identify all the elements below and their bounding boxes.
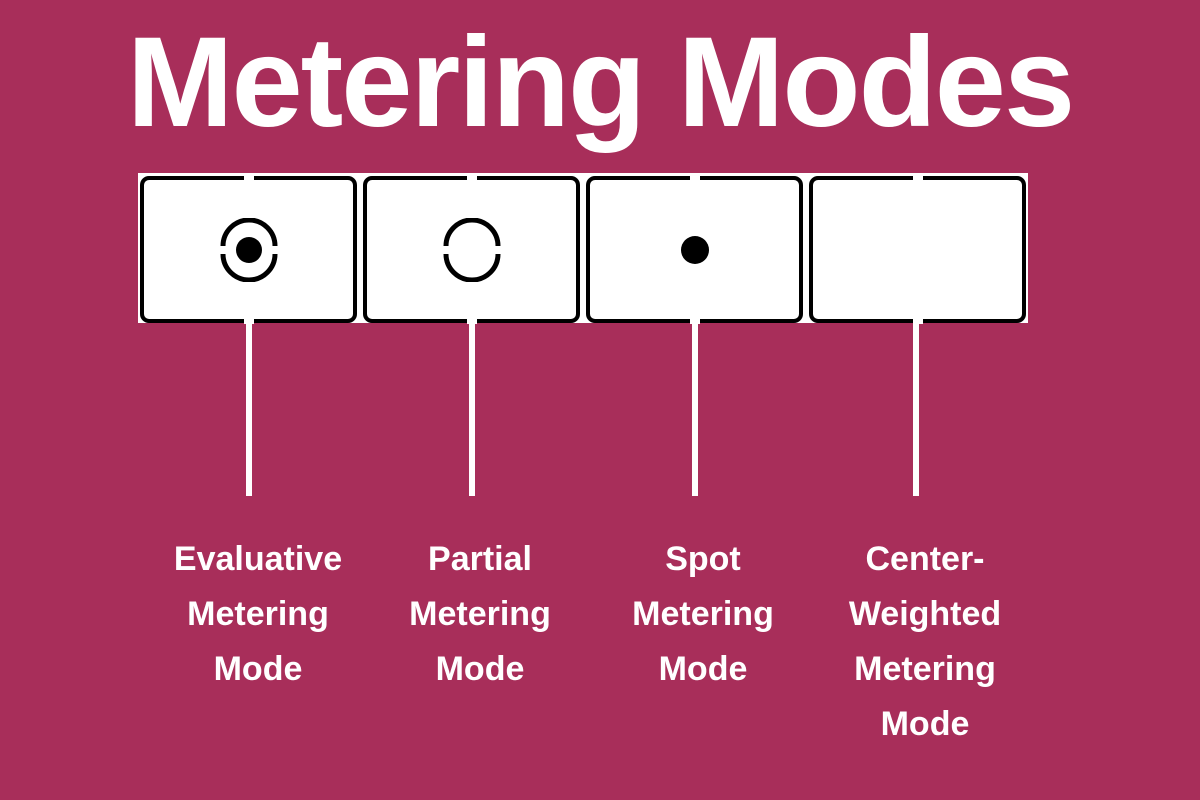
spot-metering-label: Spot Metering Mode [588,532,818,697]
label-line: Mode [435,650,525,688]
evaluative-metering-box [140,175,357,324]
label-line: Metering [632,595,774,633]
notch [243,175,254,181]
partial-metering-box [363,175,580,324]
center-weighted-metering-icon [886,218,950,282]
notch [243,318,254,324]
notch [466,175,477,181]
label-line: Center- [865,540,985,578]
connector-line [913,322,919,496]
label-line: Partial [428,540,532,578]
center-weighted-metering-box [809,175,1026,324]
spot-metering-box [586,175,803,324]
page-title: Metering Modes [126,11,1075,154]
label-line: Metering [187,595,329,633]
notch [912,318,923,324]
label-line: Mode [658,650,748,688]
partial-metering-icon [443,217,500,282]
connector-line [246,322,252,496]
connector-line [692,322,698,496]
evaluative-metering-icon [220,217,277,282]
label-line: Spot [665,540,741,578]
notch [912,175,923,181]
partial-metering-label: Partial Metering Mode [365,532,595,697]
spot-metering-icon [680,235,709,264]
center-weighted-metering-label: Center- Weighted Metering Mode [810,532,1040,752]
label-line: Mode [213,650,303,688]
notch [466,318,477,324]
notch [689,175,700,181]
label-line: Mode [880,705,970,743]
label-line: Weighted [848,595,1002,633]
notch [689,318,700,324]
label-line: Metering [854,650,996,688]
connector-line [469,322,475,496]
label-line: Metering [409,595,551,633]
evaluative-metering-label: Evaluative Metering Mode [143,532,373,697]
label-line: Evaluative [173,540,343,578]
